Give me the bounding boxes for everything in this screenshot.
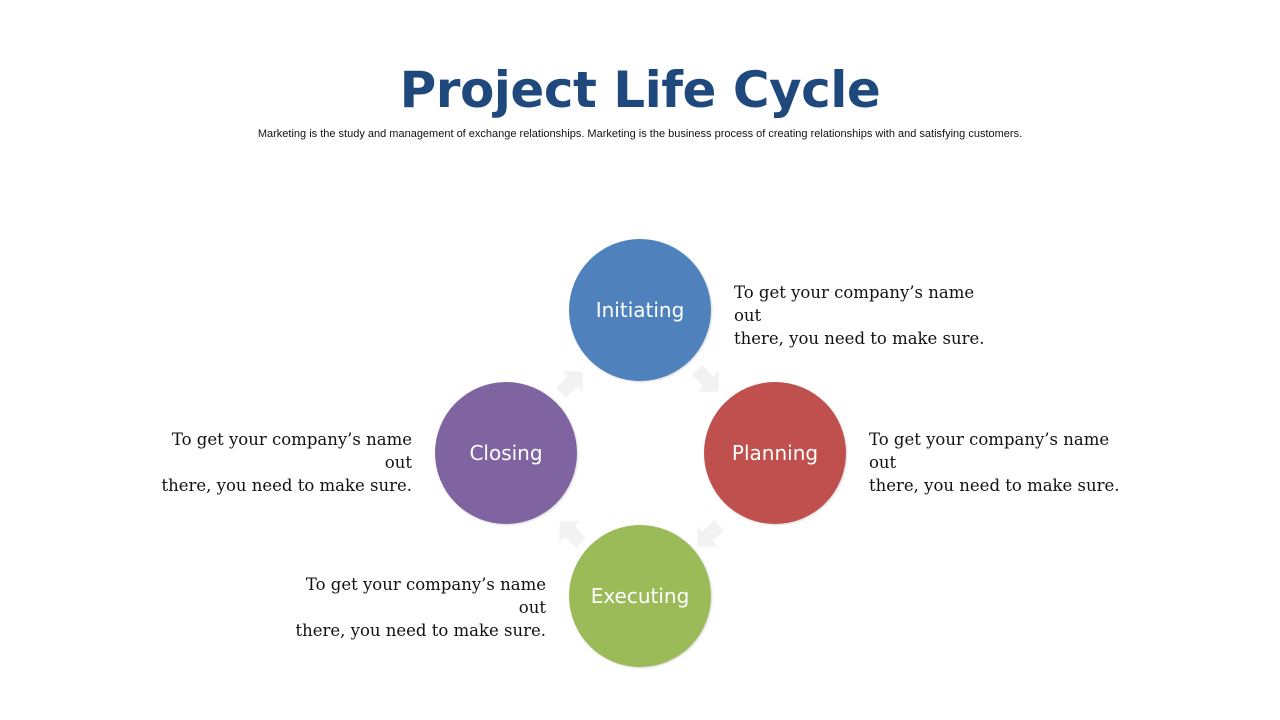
stage-executing: Executing [569,525,711,667]
arrow-closing-to-initiating-icon [556,370,584,398]
stage-initiating: Initiating [569,239,711,381]
description-line: To get your company’s name out [305,575,546,617]
page-subtitle: Marketing is the study and management of… [257,128,1023,140]
stage-planning-description: To get your company’s name out there, yo… [869,428,1139,497]
description-line: there, you need to make sure. [869,476,1120,495]
stage-planning: Planning [704,382,846,524]
description-line: there, you need to make sure. [161,476,412,495]
description-line: there, you need to make sure. [295,621,546,640]
stage-planning-label: Planning [731,441,819,465]
page-title: Project Life Cycle [399,61,881,119]
stage-closing-label: Closing [469,441,543,465]
stage-initiating-description: To get your company’s name out there, yo… [734,281,1004,350]
description-line: there, you need to make sure. [734,329,985,348]
stage-closing: Closing [435,382,577,524]
description-line: To get your company’s name out [869,430,1110,472]
arrow-executing-to-closing-icon [558,520,586,548]
stage-initiating-label: Initiating [595,298,685,322]
stage-executing-description: To get your company’s name out there, yo… [276,573,546,642]
description-line: To get your company’s name out [171,430,412,472]
arrow-initiating-to-planning-icon [692,365,720,393]
arrow-planning-to-executing-icon [696,520,724,548]
stage-executing-label: Executing [590,584,690,608]
description-line: To get your company’s name out [734,283,975,325]
stage-closing-description: To get your company’s name out there, yo… [142,428,412,497]
